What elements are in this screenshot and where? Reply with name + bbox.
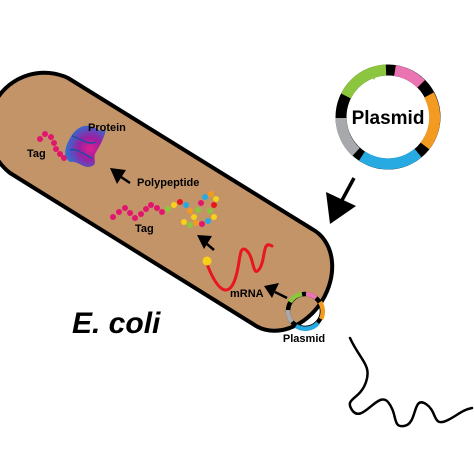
flagellum bbox=[348, 336, 474, 428]
folded-protein bbox=[65, 125, 106, 167]
protein-label: Protein bbox=[88, 122, 126, 134]
polypeptide-tag-label: Tag bbox=[135, 223, 154, 235]
plasmid-external-label: Plasmid bbox=[352, 108, 425, 129]
plasmid-internal bbox=[285, 291, 326, 331]
arrow-plasmid-into-cell bbox=[326, 177, 356, 224]
mrna-label: mRNA bbox=[230, 288, 264, 300]
protein-tag-chain bbox=[37, 131, 67, 161]
polypeptide-label: Polypeptide bbox=[137, 177, 199, 189]
ecoli-label: E. coli bbox=[72, 307, 161, 340]
polypeptide-chain bbox=[110, 191, 219, 228]
mrna-strand bbox=[205, 243, 274, 292]
arrow-transcription bbox=[264, 283, 288, 300]
plasmid-internal-label: Plasmid bbox=[283, 333, 325, 345]
ecoli-cell-body bbox=[0, 70, 335, 333]
arrow-translation bbox=[197, 235, 215, 251]
protein-tag-label: Tag bbox=[27, 148, 46, 160]
mrna-cap bbox=[202, 256, 212, 266]
plasmid-external bbox=[335, 64, 441, 170]
arrow-folding bbox=[110, 168, 131, 185]
